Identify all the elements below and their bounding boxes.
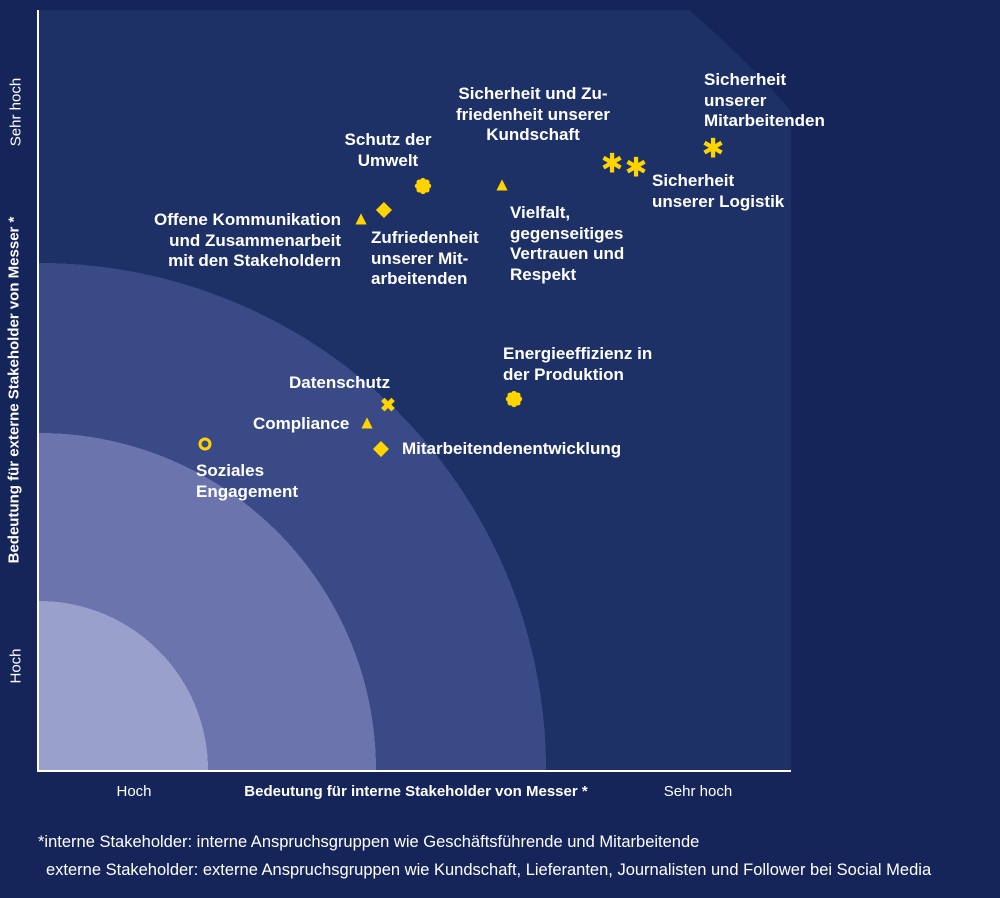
y-tick-sehr-hoch: Sehr hoch [7,77,25,147]
flower-marker [505,390,523,408]
y-tick-hoch: Hoch [7,648,25,684]
plot-area [37,10,791,772]
asterisk-marker: ✱ [600,148,624,179]
diamond-marker: ◆ [372,436,390,460]
ring-marker [198,437,212,451]
point-label: Compliance [253,414,350,433]
footnote-line-1: *interne Stakeholder: interne Anspruchsg… [38,833,700,851]
triangle-marker: ▲ [492,174,512,196]
point-label: Datenschutz [289,373,391,392]
point-label: Mitarbeitendenentwicklung [402,439,622,458]
diamond-marker: ◆ [375,197,393,221]
triangle-marker: ▲ [351,208,371,230]
asterisk-marker: ✱ [624,152,648,183]
cross-marker: ✖ [380,395,396,417]
flower-marker [414,177,432,195]
x-axis-title: Bedeutung für interne Stakeholder von Me… [244,783,588,800]
asterisk-marker: ✱ [701,133,725,164]
x-tick-hoch: Hoch [116,783,152,800]
y-axis-title: Bedeutung für externe Stakeholder von Me… [5,216,23,564]
x-tick-sehr-hoch: Sehr hoch [663,783,733,800]
footnote-line-2: externe Stakeholder: externe Anspruchsgr… [46,861,932,879]
triangle-marker: ▲ [357,412,377,434]
